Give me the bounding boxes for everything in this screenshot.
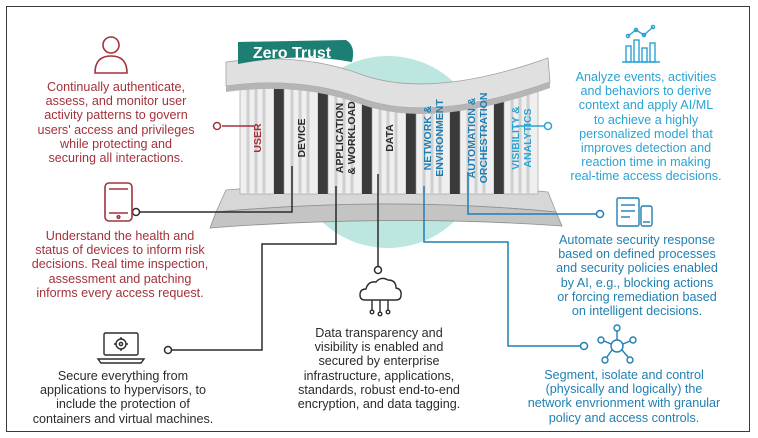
- device-connector-dot: [131, 207, 141, 217]
- pillar-label: DATA: [384, 124, 396, 152]
- data-connector-dot: [373, 265, 383, 275]
- pillar-column: [503, 85, 539, 195]
- network-nodes-icon: [597, 324, 637, 364]
- pillar-label: DEVICE: [296, 118, 308, 157]
- pillar-label: AUTOMATION &ORCHESTRATION: [466, 93, 490, 184]
- pillar-label: VISIBILITY &ANALYTICS: [510, 106, 534, 170]
- user-icon: [94, 36, 128, 74]
- pillar-gap: [450, 86, 460, 194]
- pillar-gap: [406, 86, 416, 194]
- pillar-gap: [274, 86, 284, 194]
- application-connector-dot: [163, 345, 173, 355]
- network-connector-dot: [579, 341, 589, 351]
- analytics-chart-icon: [622, 24, 660, 63]
- user-description: Continually authenticate, assess, and mo…: [37, 80, 195, 166]
- pillar-columns: [239, 85, 539, 195]
- pillar-label: APPLICATION& WORKLOAD: [334, 101, 358, 175]
- cloud-data-icon: [359, 277, 402, 317]
- pillar-column: [239, 85, 275, 195]
- application-description: Secure everything from applications to h…: [32, 369, 214, 426]
- automation-connector: [467, 172, 596, 215]
- network-connector: [423, 186, 580, 347]
- diagram-title: Zero Trust: [253, 45, 332, 62]
- devices-automation-icon: [616, 197, 653, 227]
- pillar-gap: [318, 86, 328, 194]
- pillar-label: USER: [252, 123, 264, 153]
- pillar-labels: USER DEVICE APPLICATION& WORKLOAD DATA NETWO…: [252, 93, 534, 184]
- visibility-connector-dot: [543, 121, 553, 131]
- mobile-device-icon: [104, 182, 133, 222]
- device-description: Understand the health and status of devi…: [31, 229, 209, 300]
- diagram-frame: [6, 6, 750, 432]
- title-banner: [238, 40, 354, 64]
- laptop-gear-icon: [96, 332, 146, 364]
- data-description: Data transparency and visibility is enab…: [297, 326, 461, 412]
- base-step-bottom: [209, 203, 563, 229]
- pillar-gap: [362, 86, 372, 194]
- visibility-description: Analyze events, activities and behaviors…: [570, 70, 722, 184]
- pillar-gap: [494, 86, 504, 194]
- roof-shadow: [226, 82, 550, 114]
- application-connector: [172, 186, 337, 351]
- user-connector-dot: [212, 121, 222, 131]
- automation-connector-dot: [595, 209, 605, 219]
- network-description: Segment, isolate and control (physically…: [527, 368, 721, 425]
- automation-description: Automate security response based on defi…: [556, 233, 718, 319]
- device-connector: [139, 166, 293, 213]
- pillar-label: NETWORK &ENVIRONMENT: [422, 99, 446, 177]
